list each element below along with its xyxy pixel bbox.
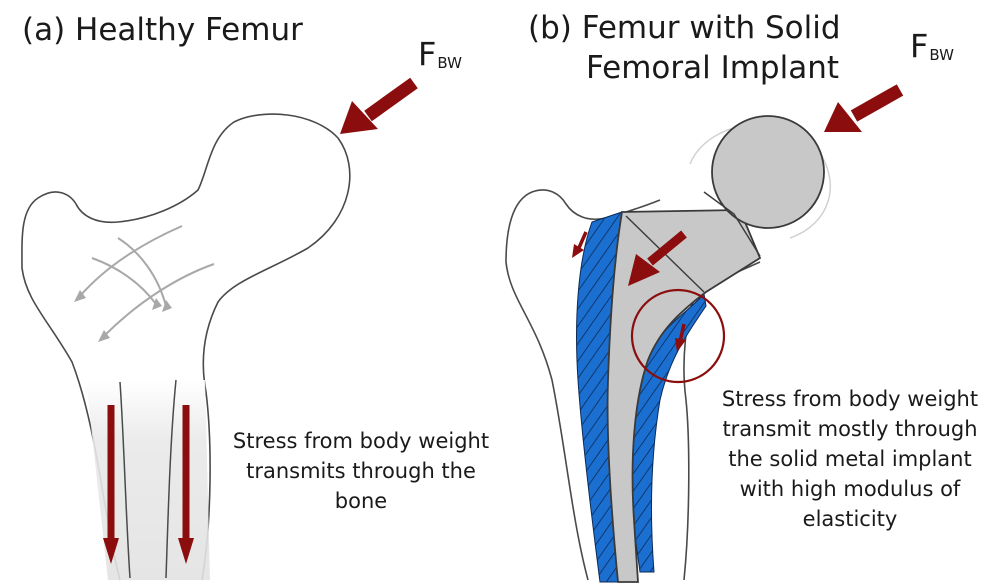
body-weight-arrow-a: [340, 83, 414, 134]
force-symbol-a: F: [418, 35, 436, 73]
force-subscript-b: BW: [929, 46, 954, 64]
implant-femoral-head: [712, 116, 824, 228]
panel-b-caption: Stress from body weight transmit mostly …: [700, 384, 1000, 534]
caption-b-line-5: elasticity: [700, 504, 1000, 534]
panel-a-title: (a) Healthy Femur: [22, 10, 303, 50]
panel-b-title-line-1: (b) Femur with Solid: [528, 8, 841, 48]
caption-b-line-2: transmit mostly through: [700, 414, 1000, 444]
panel-a-force-label: FBW: [418, 36, 462, 81]
caption-b-line-1: Stress from body weight: [700, 384, 1000, 414]
panel-a-caption: Stress from body weight transmits throug…: [206, 426, 516, 516]
caption-a-line-3: bone: [206, 486, 516, 516]
body-weight-arrow-b: [824, 90, 900, 132]
caption-b-line-3: the solid metal implant: [700, 444, 1000, 474]
caption-b-line-4: with high modulus of: [700, 474, 1000, 504]
force-subscript-a: BW: [437, 54, 462, 72]
trabecular-lines: [80, 226, 214, 336]
panel-b-title-line-2: Femoral Implant: [586, 48, 839, 88]
trabecular-arrowheads: [74, 290, 172, 342]
panel-b-force-label: FBW: [910, 28, 954, 73]
force-symbol-b: F: [910, 27, 928, 65]
caption-a-line-1: Stress from body weight: [206, 426, 516, 456]
caption-a-line-2: transmits through the: [206, 456, 516, 486]
healthy-shaft-band: [86, 380, 210, 580]
